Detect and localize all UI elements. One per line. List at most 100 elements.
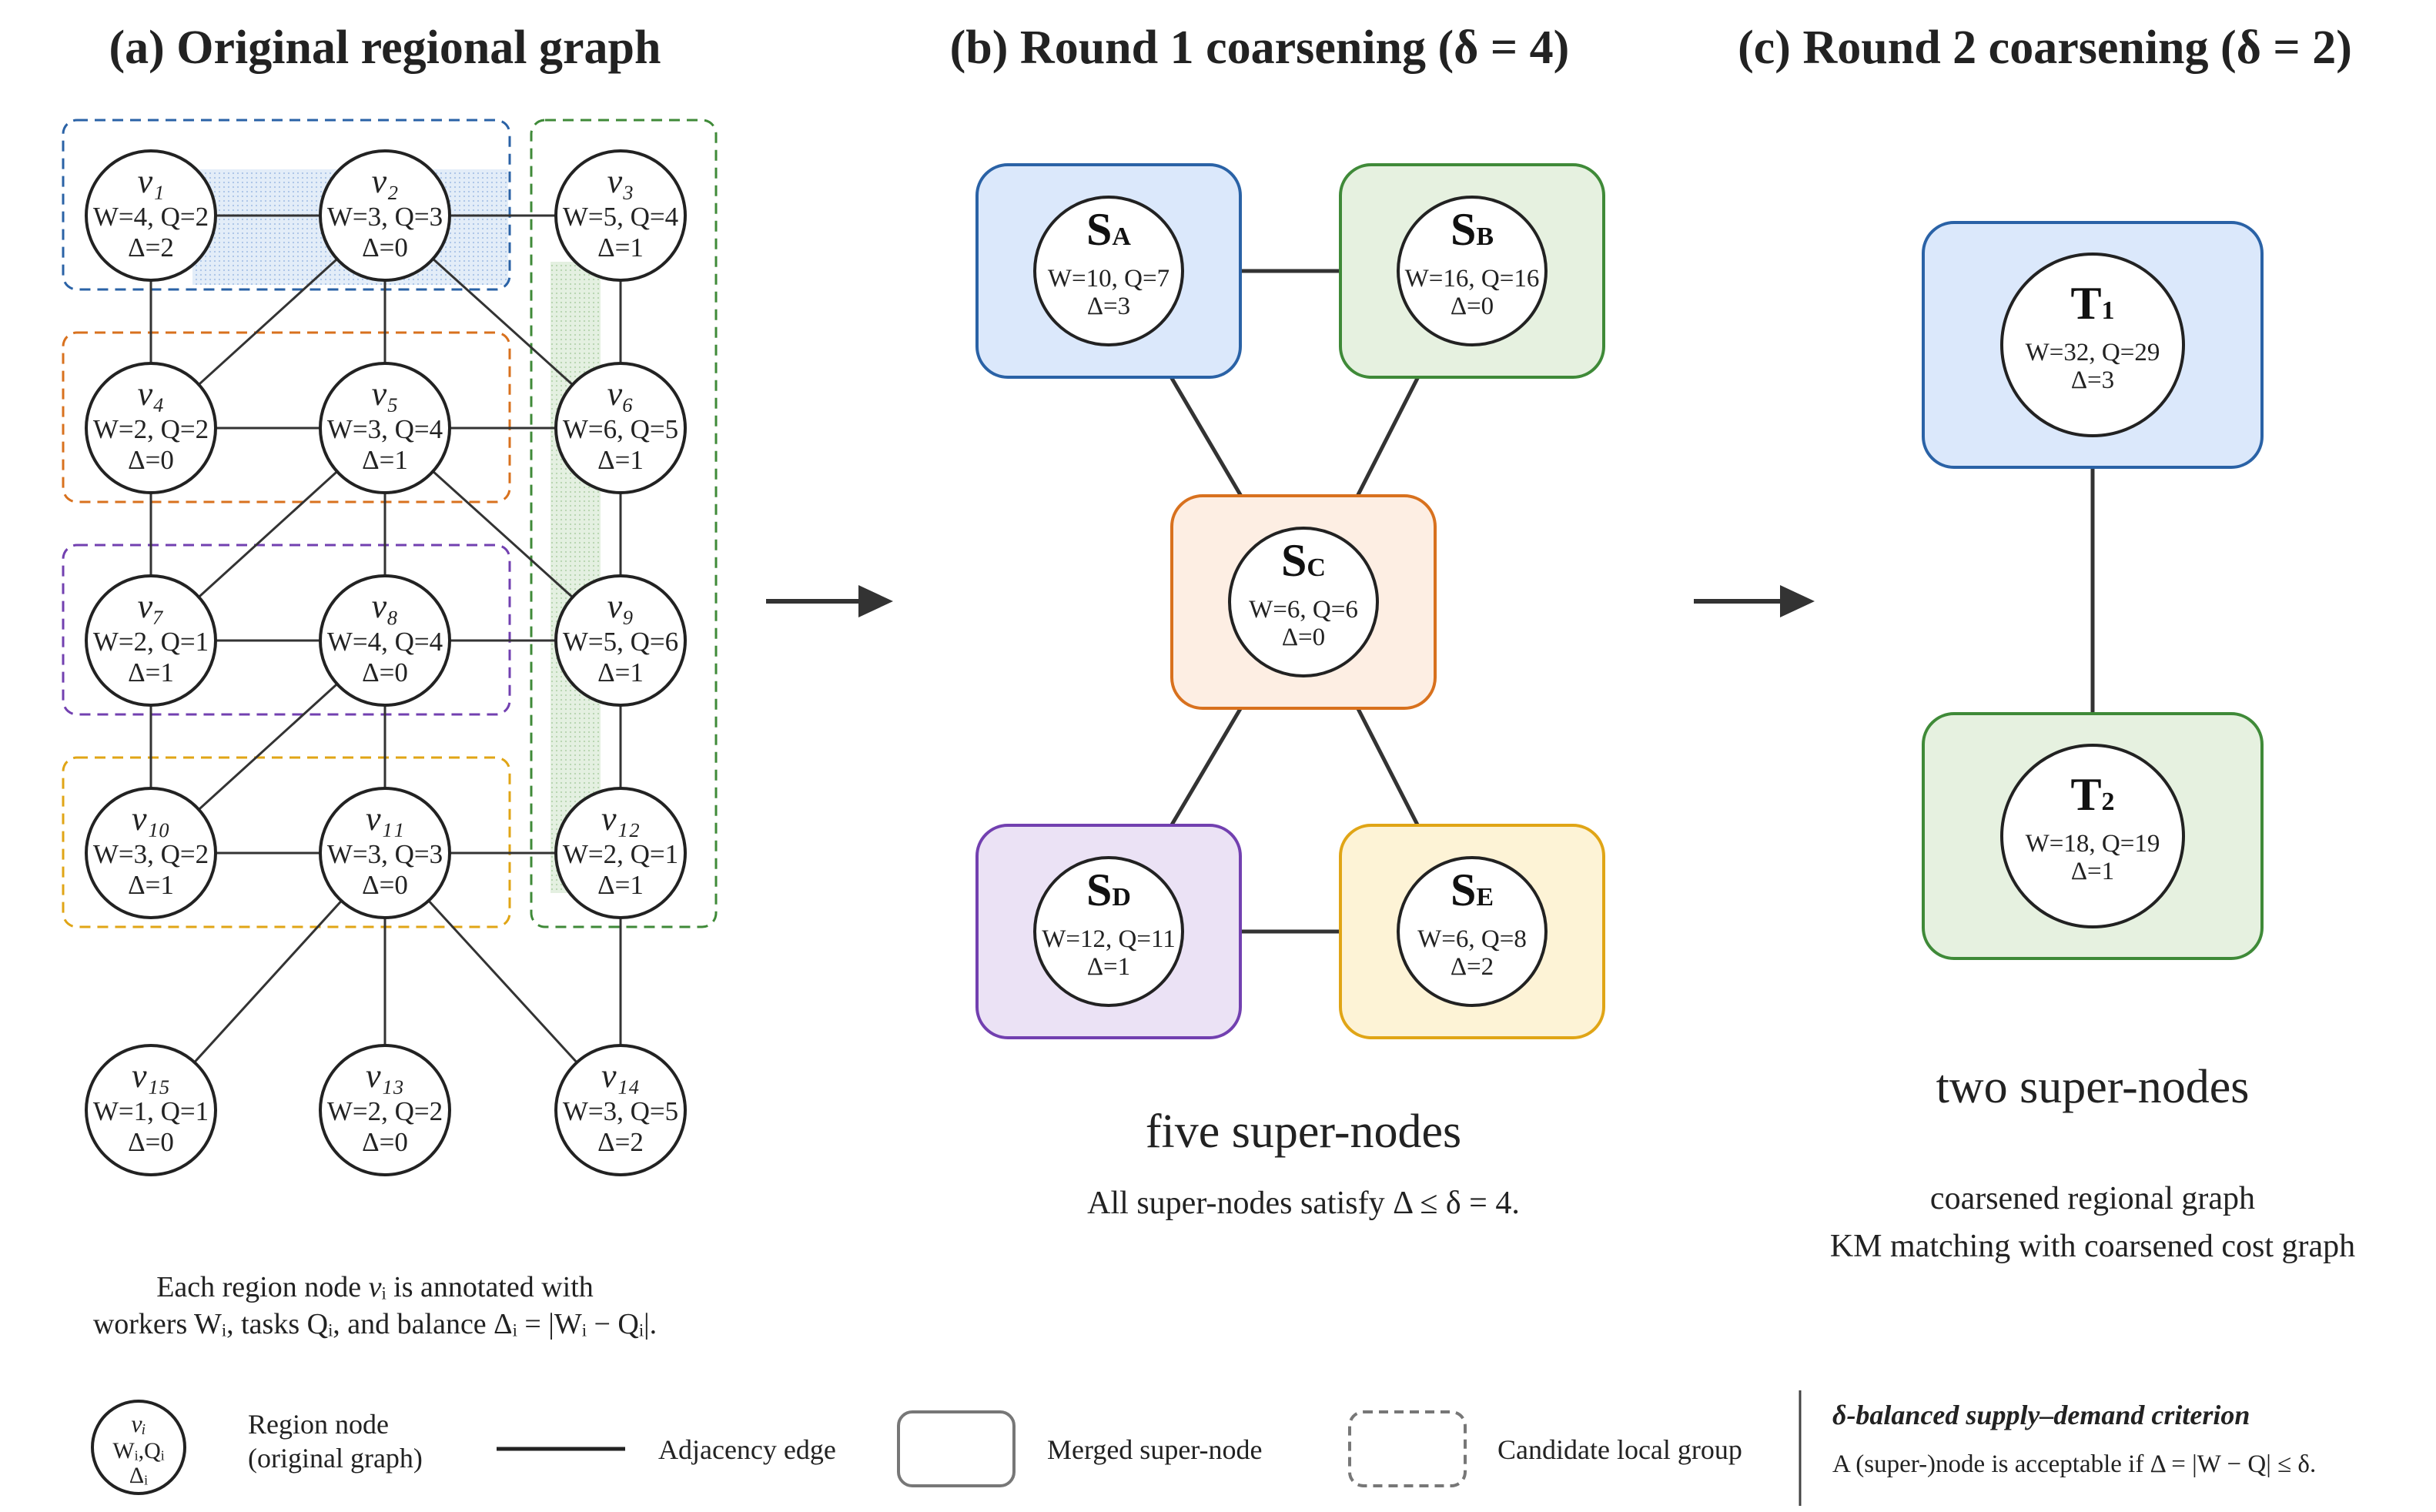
region-node-delta: Δ=0 (362, 870, 408, 900)
super-node-name: SE (1451, 865, 1494, 915)
super-node-delta: Δ=1 (1087, 953, 1130, 981)
super-node-name: SD (1086, 865, 1131, 915)
legend-icon-wq: Wᵢ,Qᵢ (112, 1438, 164, 1463)
super-node-circle (2000, 253, 2185, 437)
legend-super-node-label: Merged super-node (1047, 1434, 1263, 1465)
super-node-SE: SEW=6, Q=8Δ=2 (1339, 824, 1605, 1039)
arrow-b-to-c-head (1780, 585, 1815, 617)
super-node-circle (1397, 856, 1548, 1007)
super-node-name: SB (1451, 204, 1494, 255)
region-node-circle (85, 149, 217, 282)
round2-line1: coarsened regional graph (1930, 1181, 2255, 1216)
region-node-label: v₃ (607, 162, 634, 200)
panel-a-title: (a) Original regional graph (109, 22, 661, 74)
legend-icon-v: vᵢ (131, 1410, 146, 1437)
region-node-v5: v₅W=3, Q=4Δ=1 (319, 362, 451, 494)
panel-c-title: (c) Round 2 coarsening (δ = 2) (1738, 22, 2352, 74)
legend-criterion-title: δ-balanced supply–demand criterion (1832, 1400, 2250, 1430)
region-node-delta: Δ=1 (362, 445, 408, 475)
super-node-wq: W=16, Q=16 (1405, 265, 1540, 293)
super-node-wq: W=6, Q=8 (1417, 925, 1527, 953)
region-node-delta: Δ=0 (128, 445, 174, 475)
super-node-circle (1397, 196, 1548, 346)
region-node-label: v₉ (607, 587, 634, 625)
panel-b-title: (b) Round 1 coarsening (δ = 4) (950, 22, 1570, 74)
region-node-wq: W=2, Q=1 (93, 627, 209, 657)
super-node-wq: W=6, Q=6 (1249, 596, 1358, 624)
region-node-label: v₁₁ (366, 800, 404, 838)
region-node-circle (554, 574, 687, 707)
legend-icon-d: Δᵢ (129, 1463, 148, 1488)
region-node-delta: Δ=1 (597, 445, 644, 475)
super-node-circle (1033, 196, 1184, 346)
region-node-wq: W=2, Q=1 (563, 839, 678, 869)
region-node-label: v₆ (607, 375, 634, 413)
region-node-wq: W=3, Q=3 (327, 202, 443, 232)
region-node-delta: Δ=2 (128, 232, 174, 263)
super-node-name: SC (1281, 535, 1326, 586)
region-node-wq: W=5, Q=6 (563, 627, 678, 657)
region-node-v1: v₁W=4, Q=2Δ=2 (85, 149, 217, 282)
legend-region-node-label1: Region node (248, 1409, 389, 1440)
super-node-delta: Δ=3 (1087, 293, 1130, 320)
region-node-v3: v₃W=5, Q=4Δ=1 (554, 149, 687, 282)
region-node-delta: Δ=1 (597, 657, 644, 687)
region-node-label: v₅ (372, 375, 399, 413)
super-node-circle (1033, 856, 1184, 1007)
annotation-note-line2: workers Wᵢ, tasks Qᵢ, and balance Δᵢ = |… (93, 1308, 657, 1340)
region-node-label: v₁₅ (132, 1057, 170, 1095)
region-node-label: v₁₂ (601, 800, 640, 838)
super-node-wq: W=12, Q=11 (1042, 925, 1175, 953)
region-node-label: v₁₄ (601, 1057, 640, 1095)
region-node-wq: W=4, Q=2 (93, 202, 209, 232)
arrow-a-to-b-head (858, 585, 893, 617)
round1-caption: five super-nodes (1146, 1106, 1461, 1158)
legend: vᵢ Wᵢ,Qᵢ Δᵢ Region node (original graph)… (91, 1390, 2316, 1506)
region-node-circle (554, 362, 687, 494)
region-node-circle (319, 574, 451, 707)
region-node-delta: Δ=0 (362, 1127, 408, 1157)
legend-super-node-icon (897, 1410, 1016, 1487)
super-node-delta: Δ=0 (1282, 624, 1325, 651)
region-node-delta: Δ=0 (128, 1127, 174, 1157)
super-node-wq: W=18, Q=19 (2026, 830, 2160, 858)
region-node-label: v₁₃ (366, 1057, 404, 1095)
region-node-wq: W=2, Q=2 (327, 1096, 443, 1126)
region-node-delta: Δ=1 (597, 870, 644, 900)
region-node-circle (319, 1044, 451, 1176)
round2-line2: KM matching with coarsened cost graph (1830, 1229, 2355, 1264)
super-node-name: SA (1086, 204, 1131, 255)
candidate-groups (62, 119, 718, 928)
super-node-wq: W=10, Q=7 (1048, 265, 1169, 293)
super-node-circle (1228, 527, 1379, 677)
super-node-circle (2000, 744, 2185, 928)
region-node-circle (554, 1044, 687, 1176)
legend-region-node-label2: (original graph) (248, 1443, 423, 1474)
region-node-wq: W=3, Q=5 (563, 1096, 678, 1126)
region-node-delta: Δ=2 (597, 1127, 644, 1157)
region-node-circle (319, 149, 451, 282)
region-node-circle (554, 787, 687, 919)
super-node-SC: SC W=6, Q=6Δ=0 (1170, 494, 1437, 710)
region-node-wq: W=4, Q=4 (327, 627, 443, 657)
super-node-T2: T2W=18, Q=19Δ=1 (1922, 712, 2264, 960)
legend-candidate-icon (1348, 1410, 1467, 1487)
super-node-T1: T1W=32, Q=29Δ=3 (1922, 221, 2264, 469)
region-node-circle (85, 362, 217, 494)
region-node-circle (85, 574, 217, 707)
super-node-SA: SA W=10, Q=7Δ=3 (975, 163, 1242, 379)
region-node-circle (85, 1044, 217, 1176)
region-node-circle (319, 362, 451, 494)
super-node-delta: Δ=0 (1451, 293, 1494, 320)
super-node-name: T2 (2070, 769, 2114, 820)
legend-candidate-label: Candidate local group (1497, 1434, 1742, 1465)
region-node-wq: W=1, Q=1 (93, 1096, 209, 1126)
region-node-v7: v₇W=2, Q=1Δ=1 (85, 574, 217, 707)
